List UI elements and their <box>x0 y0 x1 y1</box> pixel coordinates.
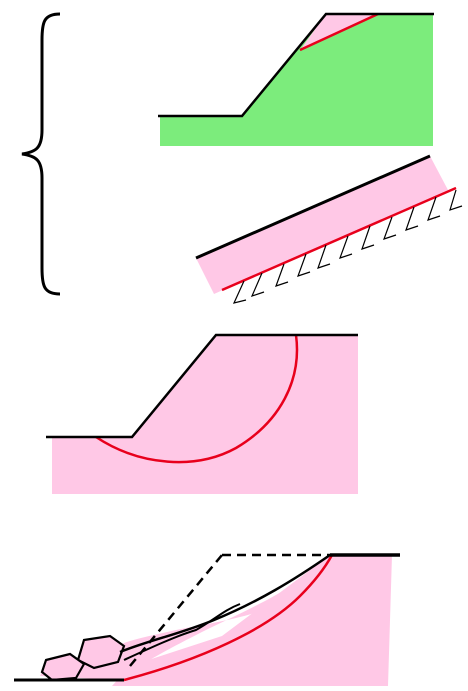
slip-plane <box>221 186 457 292</box>
bedrock-hatching <box>232 189 463 304</box>
boulder-large <box>76 634 126 670</box>
boulder-small <box>40 652 86 682</box>
figure-debris-slide <box>14 553 400 686</box>
figure-planar-slide <box>158 12 434 146</box>
debris-lower-profile <box>123 603 241 661</box>
slip-surface <box>123 554 334 682</box>
failure-plane <box>299 12 379 52</box>
green-slope-body <box>160 14 433 146</box>
circular-slip-surface <box>95 334 299 464</box>
grouping-brace <box>21 12 61 296</box>
slope-profile <box>46 333 358 439</box>
soil-layer <box>196 156 448 294</box>
original-slope-dashed <box>129 554 223 667</box>
soil-mass <box>52 335 358 494</box>
figure-translational-slide <box>195 154 463 304</box>
ground-profile <box>158 12 434 118</box>
soil-mass <box>112 555 392 686</box>
figure-rotational-slide <box>46 333 358 494</box>
ground-surface <box>195 154 431 260</box>
